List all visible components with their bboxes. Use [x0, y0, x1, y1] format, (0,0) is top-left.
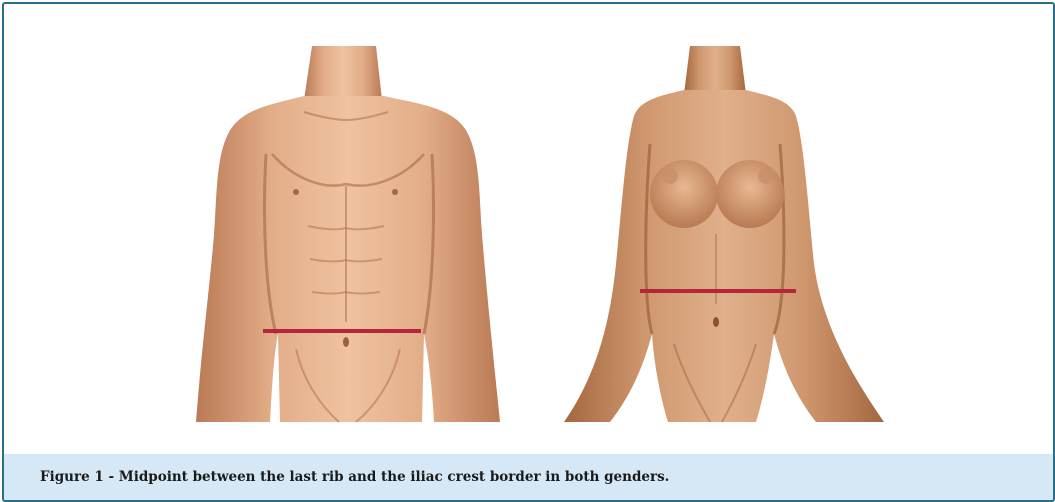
male-torso-image	[196, 46, 500, 422]
female-torso-image	[564, 46, 884, 422]
figure-image-area	[4, 4, 1053, 452]
figure-caption: Figure 1 - Midpoint between the last rib…	[40, 469, 669, 485]
figure-illustration	[4, 4, 1053, 452]
figure-caption-bar: Figure 1 - Midpoint between the last rib…	[4, 454, 1053, 500]
